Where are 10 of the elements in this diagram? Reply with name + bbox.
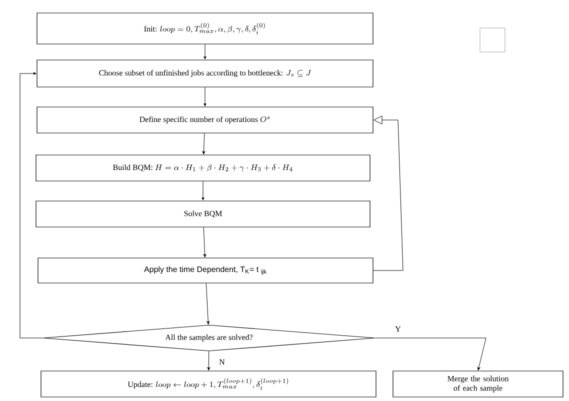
arrow [204, 87, 206, 106]
arrow [204, 44, 206, 60]
arrow [373, 116, 404, 271]
arrow [202, 133, 206, 154]
arrow [203, 227, 206, 258]
arrow [207, 351, 210, 370]
arrow [375, 338, 486, 370]
arrow [20, 72, 43, 338]
arrow [202, 181, 204, 200]
arrow [206, 283, 210, 324]
